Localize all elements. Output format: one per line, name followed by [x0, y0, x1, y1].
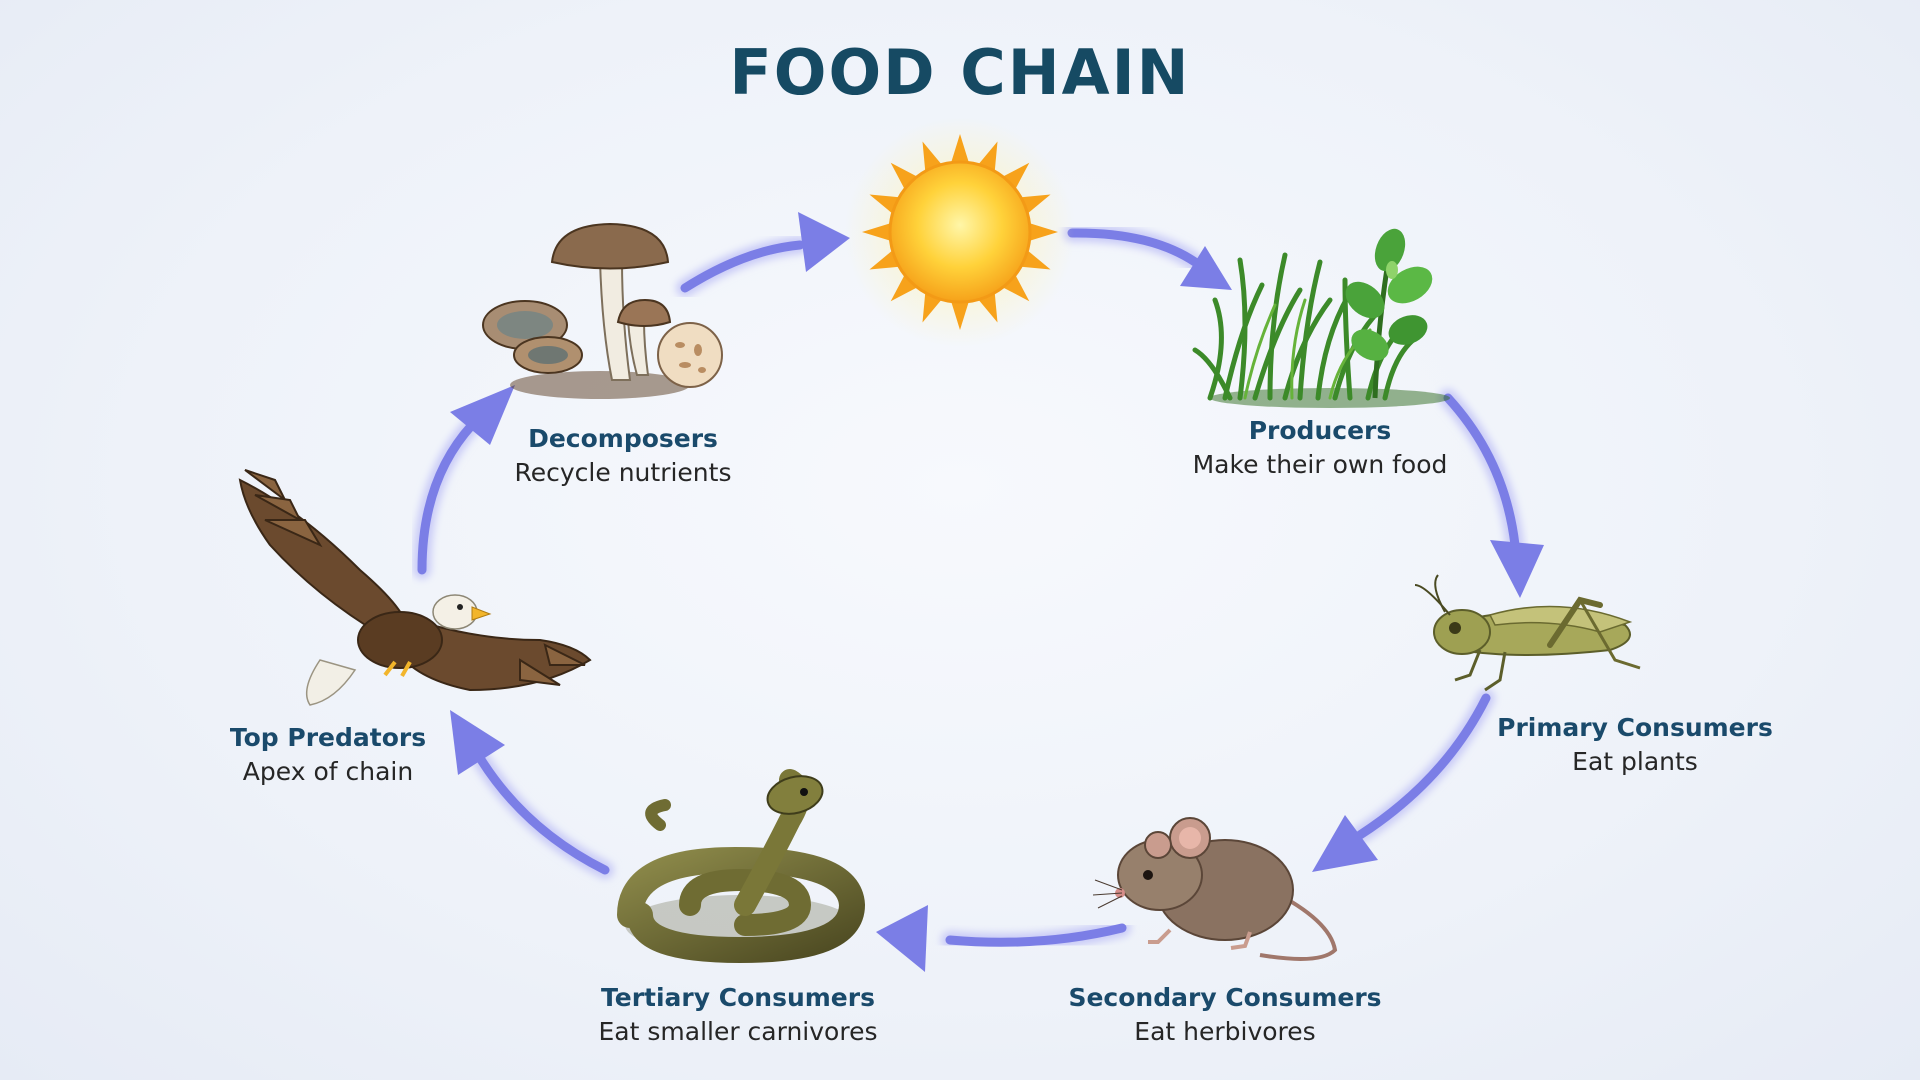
- tertiary-consumers-label: Tertiary Consumers: [601, 983, 875, 1012]
- sun-ray: [862, 222, 893, 242]
- arrow-decomposers-to-sun: [676, 212, 850, 297]
- node-secondary-consumers: Secondary Consumers Eat herbivores: [1015, 981, 1435, 1049]
- decomposers-description: Recycle nutrients: [514, 458, 732, 487]
- decomposers-label: Decomposers: [528, 424, 718, 453]
- arrow-secondary-to-tertiary: [876, 905, 1131, 972]
- grasshopper-icon: [1414, 574, 1641, 692]
- secondary-consumers-label: Secondary Consumers: [1068, 983, 1382, 1012]
- arrow-producers-to-primary: [1439, 389, 1544, 598]
- sun-ray: [1027, 222, 1058, 242]
- sun-ray: [950, 299, 970, 330]
- sun-icon: [845, 117, 1075, 347]
- primary-consumers-description: Eat plants: [1572, 747, 1698, 776]
- node-decomposers: Decomposers Recycle nutrients: [413, 422, 833, 490]
- mushroom-icon: [482, 222, 723, 399]
- top-predators-label: Top Predators: [229, 723, 427, 752]
- secondary-consumers-description: Eat herbivores: [1134, 1017, 1316, 1046]
- arrow-primary-to-secondary: [1312, 689, 1495, 872]
- mouse-icon: [1092, 817, 1338, 961]
- diagram-title: FOOD CHAIN: [729, 36, 1191, 109]
- primary-consumers-label: Primary Consumers: [1497, 713, 1773, 742]
- snake-icon: [617, 769, 866, 964]
- eagle-icon: [238, 469, 592, 706]
- arrow-tertiary-to-top: [450, 710, 614, 879]
- producers-label: Producers: [1248, 416, 1392, 445]
- grass-icon: [1192, 228, 1450, 408]
- arrow-top-to-decomposers: [413, 385, 515, 579]
- producers-description: Make their own food: [1192, 450, 1448, 479]
- arrow-sun-to-producers: [1063, 223, 1232, 290]
- top-predators-description: Apex of chain: [242, 757, 414, 786]
- tertiary-consumers-description: Eat smaller carnivores: [598, 1017, 878, 1046]
- node-producers: Producers Make their own food: [1110, 414, 1530, 482]
- node-primary-consumers: Primary Consumers Eat plants: [1425, 711, 1845, 779]
- node-tertiary-consumers: Tertiary Consumers Eat smaller carnivore…: [528, 981, 948, 1049]
- node-top-predators: Top Predators Apex of chain: [118, 721, 538, 789]
- sun-ray: [950, 134, 970, 165]
